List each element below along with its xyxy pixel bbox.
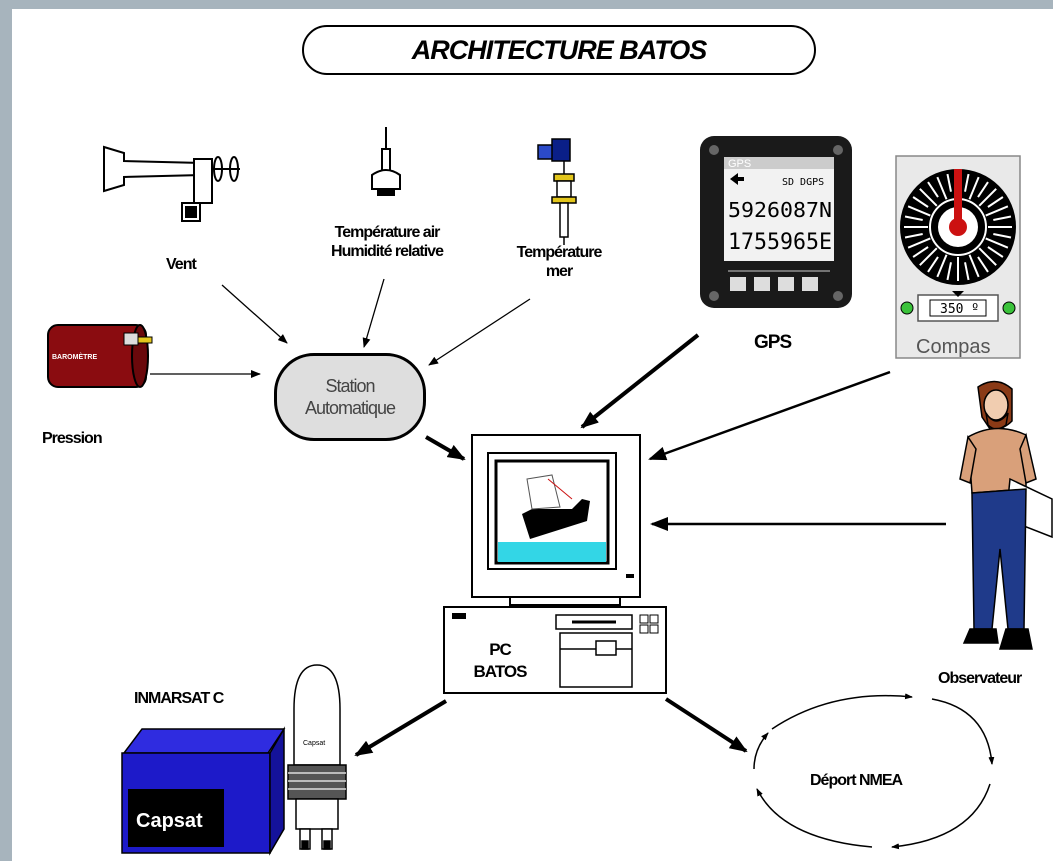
compass-tick [977, 256, 989, 273]
arrow-gps-pc [580, 333, 700, 429]
compass-tick [977, 181, 989, 198]
capsat-box-text: Capsat [136, 810, 203, 832]
capsat-terminal-icon [121, 726, 286, 856]
compass-tick [919, 247, 938, 266]
gps-screen-title: GPS [728, 158, 751, 170]
compass-tick [936, 254, 948, 278]
label-temperature-air-line1: Température air [334, 224, 441, 241]
diagram-title: ARCHITECTURE BATOS [411, 34, 708, 65]
station-automatique: Station Automatique [274, 353, 426, 441]
gps-receiver-icon [700, 136, 852, 308]
compass-tick [993, 215, 1012, 221]
compass-tick [936, 176, 948, 200]
arrow-compas-pc [648, 370, 891, 461]
arrow-pc-capsat [354, 699, 448, 757]
compass-tick [985, 205, 1009, 217]
label-pc-line2: BATOS [473, 662, 528, 681]
label-observateur: Observateur [938, 670, 1022, 687]
compass-tick [904, 215, 923, 221]
observer-icon [959, 380, 1053, 650]
label-temperature-air: Température air Humidité relative [302, 223, 472, 261]
compass-tick [946, 262, 952, 281]
label-temperature-mer: Température mer [494, 243, 624, 281]
title-pill: ARCHITECTURE BATOS [302, 25, 816, 75]
label-inmarsat: INMARSAT C [134, 690, 224, 707]
compass-tick [987, 196, 1004, 208]
compass-tick [912, 196, 929, 208]
arrow-mer-station [428, 298, 531, 366]
compass-tick [985, 237, 1009, 249]
gps-latitude: 5926087N [728, 198, 832, 222]
nmea-loop-icon [753, 693, 995, 850]
compass-tick [907, 205, 931, 217]
compass-icon [895, 155, 1021, 359]
diagram-canvas: ARCHITECTURE BATOS [12, 9, 1053, 861]
station-label-2: Automatique [304, 398, 396, 418]
capsat-antenna-icon [287, 664, 347, 850]
gps-longitude: 1755965E [728, 230, 832, 255]
barometer-icon [47, 324, 153, 388]
compass-tick [978, 247, 997, 266]
label-pression: Pression [42, 430, 103, 447]
compass-value: 350 º [940, 302, 979, 317]
compass-tick [919, 188, 938, 207]
compass-tick [993, 233, 1012, 239]
diagram-svg: BAROMÈTRE GPS SD DGPS 5926087N 1755965E … [47, 127, 1053, 856]
compass-label: Compas [916, 336, 990, 358]
compass-tick [978, 188, 997, 207]
label-vent: Vent [166, 256, 197, 273]
label-pc-line1: PC [489, 640, 512, 659]
arrows [150, 278, 946, 757]
wind-vane-icon [103, 145, 240, 222]
gps-line1: SD DGPS [782, 177, 824, 188]
barometer-text: BAROMÈTRE [52, 352, 97, 361]
station-label-1: Station [325, 376, 375, 396]
compass-tick [904, 233, 923, 239]
label-temperature-air-line2: Humidité relative [331, 243, 444, 260]
compass-tick [968, 176, 980, 200]
compass-tick [927, 181, 939, 198]
sea-temperature-sensor-icon [537, 138, 577, 245]
compass-tick [912, 246, 929, 258]
compass-tick [964, 262, 970, 281]
label-temperature-mer-line2: mer [545, 263, 573, 280]
compass-tick [968, 254, 980, 278]
compass-tick [907, 237, 931, 249]
label-pc-batos: PC BATOS [460, 639, 540, 683]
compass-tick [927, 256, 939, 273]
air-temperature-sensor-icon [371, 127, 401, 196]
arrow-air-station [362, 278, 385, 348]
label-gps: GPS [754, 332, 792, 353]
arrow-station-pc [424, 435, 466, 461]
capsat-antenna-text: Capsat [303, 740, 325, 747]
compass-tick [964, 173, 970, 192]
compass-tick [987, 246, 1004, 258]
compass-tick [946, 173, 952, 192]
label-deport-nmea: Déport NMEA [810, 772, 903, 789]
label-temperature-mer-line1: Température [516, 244, 603, 261]
pc-icon [443, 434, 667, 694]
arrow-pc-nmea [664, 697, 748, 753]
arrow-vent-station [221, 284, 288, 344]
